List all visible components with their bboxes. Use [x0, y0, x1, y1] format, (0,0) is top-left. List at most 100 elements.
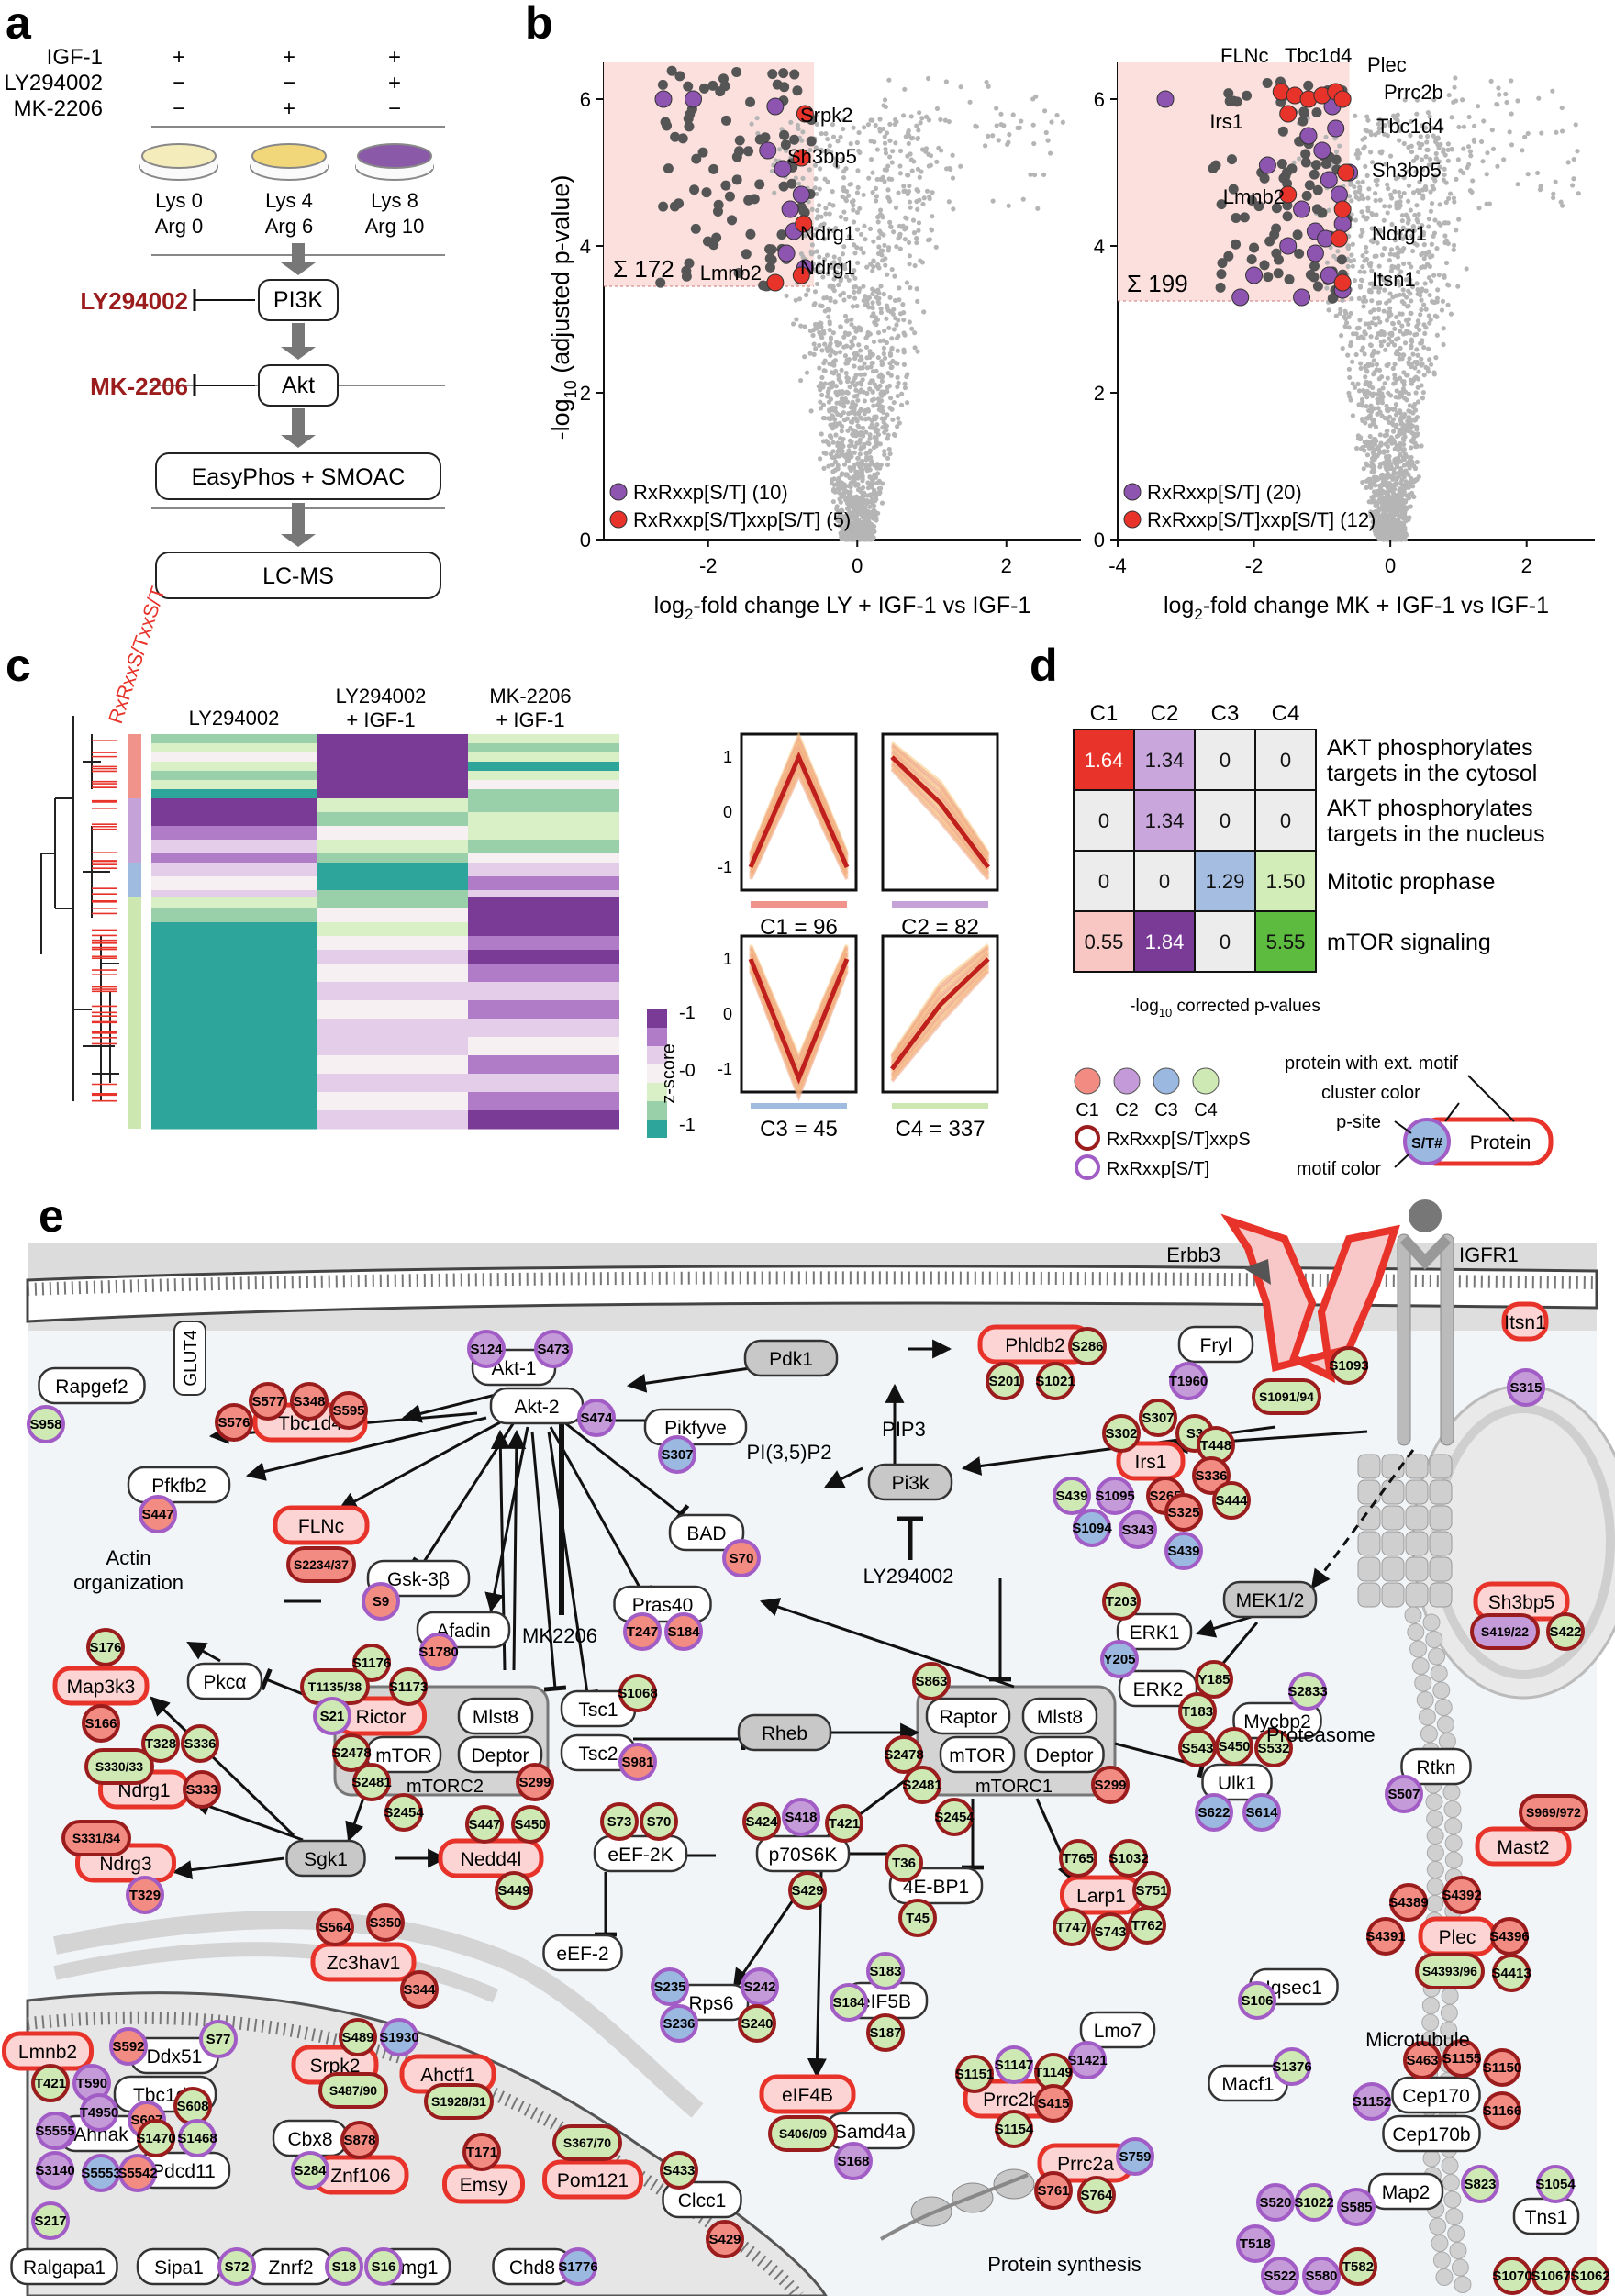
- protein-label: Ahctf1: [420, 2065, 475, 2086]
- data-point: [867, 386, 873, 392]
- data-point: [1420, 338, 1425, 343]
- protein-node: [662, 2180, 742, 2219]
- enrichment-value: 5.55: [1266, 931, 1306, 953]
- data-point: [820, 439, 827, 444]
- data-point: [1414, 331, 1420, 337]
- data-point: [772, 190, 777, 195]
- data-point: [1360, 264, 1365, 270]
- heatmap-cell: [317, 1000, 468, 1020]
- data-point: [1442, 233, 1448, 239]
- data-point: [1379, 329, 1385, 334]
- data-point: [1333, 313, 1339, 318]
- phospho-site-label: T203: [1106, 1594, 1137, 1610]
- data-point: [1525, 130, 1531, 137]
- data-point: [857, 537, 863, 542]
- data-point: [1411, 376, 1418, 382]
- data-point: [870, 352, 875, 358]
- data-point: [1420, 195, 1426, 201]
- data-point: [818, 406, 824, 411]
- gene-label: Ndrg1: [1372, 222, 1427, 245]
- significant-point: [1298, 116, 1309, 127]
- data-point: [885, 195, 891, 200]
- data-point: [837, 420, 842, 426]
- data-point: [915, 298, 920, 304]
- data-point: [1367, 281, 1373, 286]
- data-point: [834, 504, 840, 509]
- pathway-edge: [530, 1431, 567, 1692]
- data-point: [967, 99, 973, 105]
- data-point: [1355, 155, 1361, 161]
- data-point: [914, 240, 919, 246]
- data-point: [839, 507, 844, 513]
- heatmap-col-3a: MK-2206: [489, 685, 571, 708]
- data-point: [816, 384, 821, 389]
- data-point: [901, 184, 907, 189]
- data-point: [1419, 356, 1424, 362]
- profile-cluster-bar: [751, 1103, 847, 1109]
- data-point: [1376, 315, 1381, 320]
- data-point: [849, 501, 854, 507]
- treatment-name: MK-2206: [14, 96, 103, 121]
- data-point: [1415, 385, 1420, 390]
- data-point: [802, 324, 808, 329]
- data-point: [1369, 160, 1376, 165]
- data-point: [828, 451, 834, 457]
- profile-line: [749, 771, 849, 881]
- protein-label: Macf1: [1221, 2074, 1274, 2095]
- zscore-swatch: [647, 1046, 667, 1064]
- protein-node: [1116, 1441, 1186, 1481]
- data-point: [877, 228, 883, 234]
- significant-point: [1223, 251, 1234, 262]
- phospho-site: [364, 2247, 403, 2286]
- data-point: [875, 329, 882, 336]
- data-point: [1402, 340, 1409, 346]
- data-point: [1368, 403, 1374, 408]
- data-point: [1326, 207, 1331, 213]
- heatmap-cell: [151, 876, 317, 891]
- data-point: [835, 139, 841, 144]
- data-point: [1441, 147, 1446, 152]
- significant-point: [677, 133, 688, 144]
- data-point: [1386, 310, 1391, 316]
- data-point: [1409, 381, 1415, 386]
- data-point: [907, 319, 912, 325]
- mrna-strand: [879, 2173, 1029, 2241]
- microtubule-bead: [1443, 1800, 1462, 1818]
- significant-point: [1276, 159, 1287, 170]
- phospho-site: [1493, 2257, 1531, 2295]
- legend-cluster-label: C2: [1115, 1100, 1139, 1120]
- data-point: [1391, 252, 1398, 258]
- data-point: [863, 429, 869, 435]
- data-point: [823, 149, 829, 154]
- microtubule-bead: [1425, 1793, 1443, 1811]
- data-point: [1373, 503, 1378, 508]
- data-point: [1451, 195, 1457, 201]
- pathway-edge: [186, 1641, 221, 1663]
- significant-point: [689, 184, 700, 195]
- data-point: [887, 198, 893, 204]
- dish-medium: [357, 143, 432, 169]
- phospho-site-label: T518: [1240, 2236, 1271, 2252]
- protein-label: BAD: [686, 1523, 726, 1544]
- phospho-site: [217, 2247, 256, 2286]
- data-point: [842, 196, 849, 202]
- data-point: [878, 212, 884, 217]
- data-point: [862, 223, 867, 228]
- data-point: [848, 523, 853, 529]
- data-point: [1376, 273, 1382, 279]
- motif-point-double: [1330, 229, 1348, 248]
- proteasome-subunit: [1405, 1531, 1429, 1556]
- profile-ytick: -1: [718, 858, 732, 876]
- data-point: [1388, 465, 1394, 472]
- proteasome-subunit: [1429, 1505, 1453, 1531]
- data-point: [1466, 162, 1472, 167]
- data-point: [841, 126, 846, 132]
- data-point: [1350, 359, 1355, 364]
- pathway-edge: [507, 1429, 527, 1671]
- data-point: [951, 206, 956, 212]
- data-point: [870, 369, 876, 374]
- data-point: [836, 373, 841, 378]
- phospho-site-label: S9: [373, 1594, 389, 1610]
